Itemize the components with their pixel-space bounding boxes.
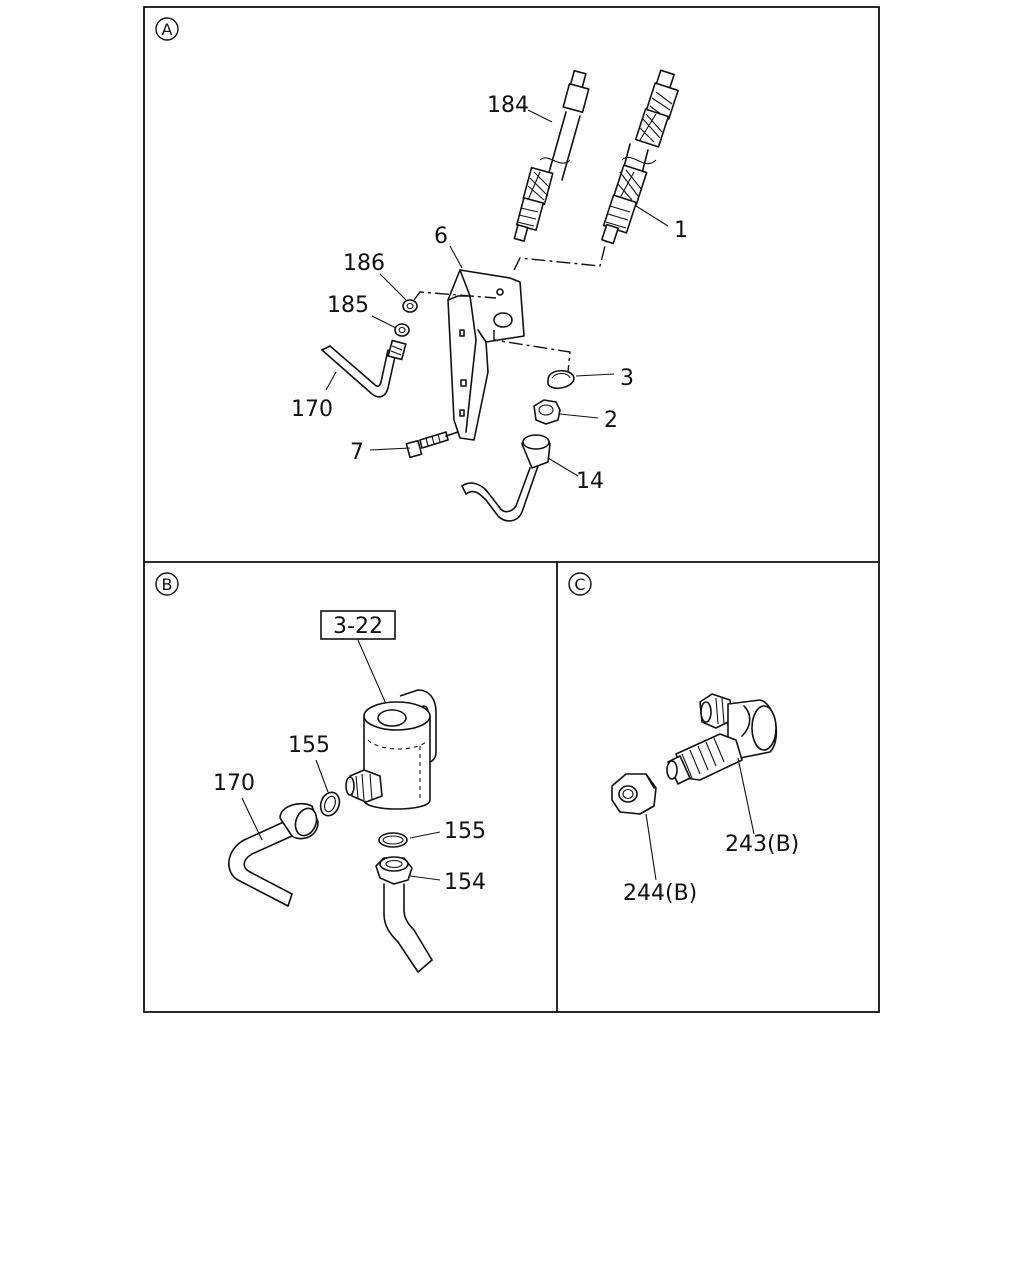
clip-3: [547, 369, 575, 390]
nut-186: [402, 299, 418, 313]
label-1: 1: [674, 218, 688, 243]
label-14: 14: [576, 469, 604, 494]
label-3: 3: [620, 366, 634, 391]
label-155-upper: 155: [288, 733, 330, 758]
label-170-a: 170: [291, 397, 333, 422]
pipe-170-b: [228, 802, 319, 907]
fitting-243: [666, 693, 778, 785]
leaders-b: [241, 759, 441, 881]
filter-nozzle: [345, 769, 383, 803]
svg-text:3-22: 3-22: [333, 614, 383, 639]
svg-text:A: A: [162, 20, 173, 39]
o-ring-155-lower: [378, 832, 408, 848]
nut-244: [611, 773, 657, 815]
label-186: 186: [343, 251, 385, 276]
pipe-154: [375, 856, 433, 973]
leaders-a: [325, 109, 669, 477]
svg-text:C: C: [574, 575, 585, 594]
washer-185: [394, 323, 410, 337]
pipe-170-a: [321, 339, 407, 398]
label-170-b: 170: [213, 771, 255, 796]
panel-a-marker: A: [155, 17, 179, 41]
o-ring-155-upper: [319, 791, 341, 817]
label-184: 184: [487, 93, 529, 118]
hose-184: [513, 69, 590, 242]
hose-1: [601, 69, 679, 245]
label-243-b: 243(B): [725, 832, 799, 857]
panel-frames: [143, 6, 880, 1013]
ref-box-3-22[interactable]: 3-22: [320, 610, 396, 640]
label-155-lower: 155: [444, 819, 486, 844]
leaders-c: [645, 757, 755, 881]
panel-c-marker: C: [568, 572, 592, 596]
bolt-7: [405, 431, 459, 459]
label-7: 7: [350, 440, 364, 465]
svg-text:B: B: [162, 575, 173, 594]
routing-lines-a: [413, 241, 607, 373]
pipe-14: [461, 434, 551, 522]
panel-b-drawing: 3-22: [213, 610, 486, 973]
panel-c-drawing: 243(B) 244(B): [611, 693, 799, 906]
nut-2: [533, 399, 561, 425]
label-2: 2: [604, 408, 618, 433]
panel-a-drawing: 184 1 6 186 185 170 3 2 7 14: [291, 69, 688, 522]
panel-b-marker: B: [155, 572, 179, 596]
label-154: 154: [444, 870, 486, 895]
label-185: 185: [327, 293, 369, 318]
bracket-6: [447, 269, 525, 441]
label-6: 6: [434, 224, 448, 249]
label-244-b: 244(B): [623, 881, 697, 906]
